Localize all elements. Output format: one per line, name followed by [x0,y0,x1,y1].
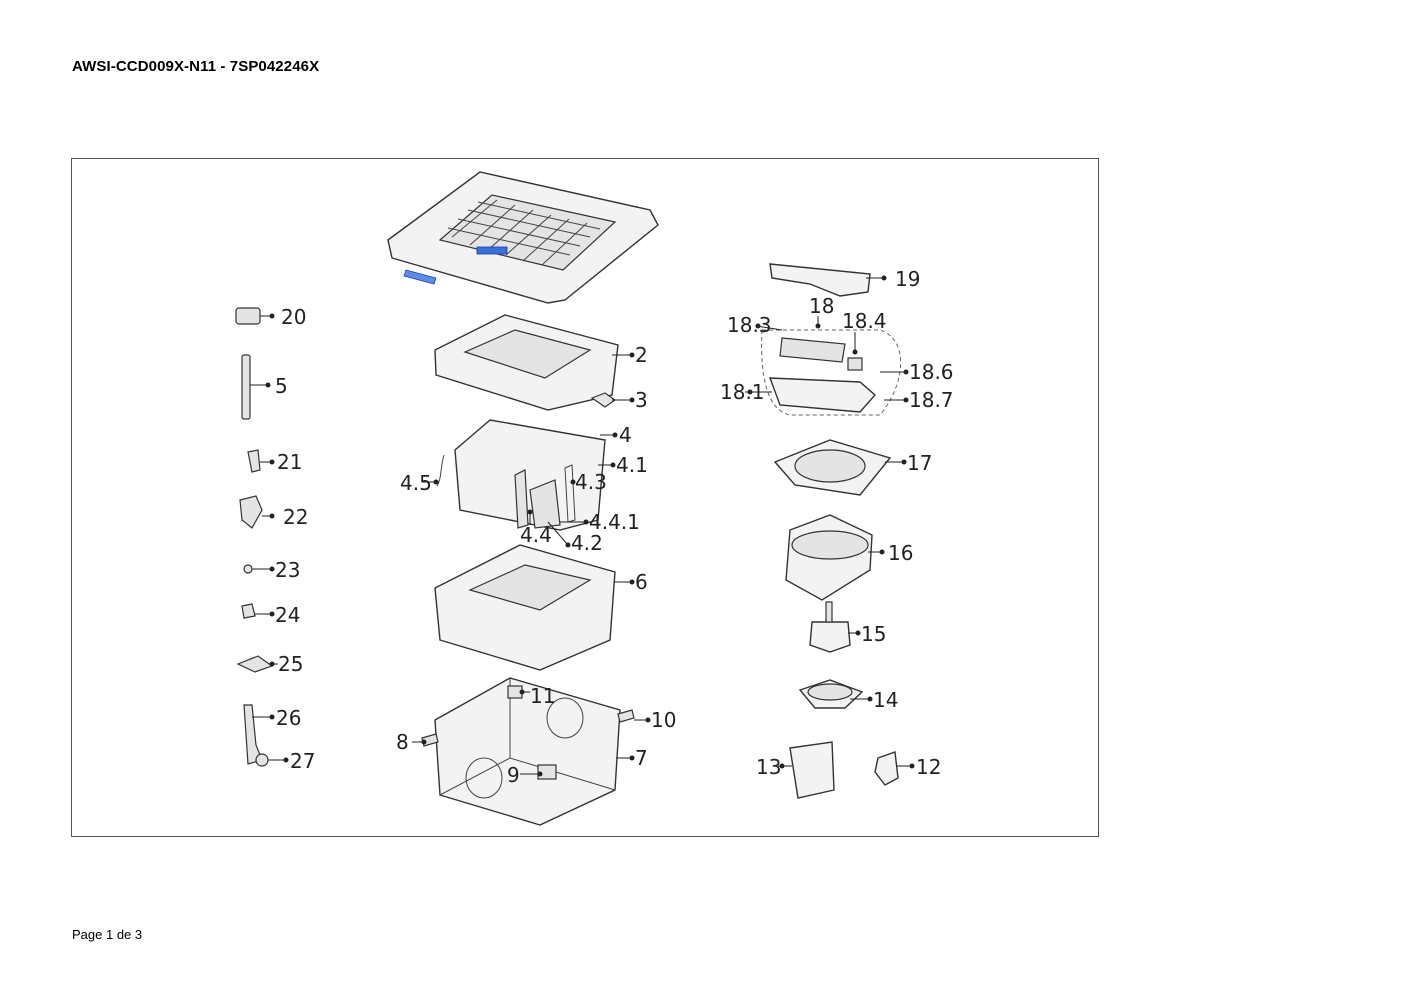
callout-18-4: 18.4 [842,309,887,333]
right-parts [761,263,902,799]
callout-13: 13 [756,755,781,779]
left-small-parts [235,307,274,767]
part-10-bracket [617,709,635,723]
callout-25: 25 [278,652,303,676]
louver-highlight [403,269,437,285]
callout-10: 10 [651,708,676,732]
callout-4-1: 4.1 [616,453,648,477]
callout-12: 12 [916,755,941,779]
callout-4-4: 4.4 [520,523,552,547]
leader-lines [250,275,915,777]
callout-3: 3 [635,388,648,412]
callout-15: 15 [861,622,886,646]
callout-20: 20 [281,305,306,329]
callout-7: 7 [635,746,648,770]
callout-2: 2 [635,343,648,367]
callout-14: 14 [873,688,898,712]
callout-27: 27 [290,749,315,773]
callout-16: 16 [888,541,913,565]
callout-21: 21 [277,450,302,474]
callout-5: 5 [275,374,288,398]
drain-pan [434,544,616,671]
callout-18-3: 18.3 [727,313,772,337]
callout-26: 26 [276,706,301,730]
document-title: AWSI-CCD009X-N11 - 7SP042246X [72,58,320,75]
callout-18-6: 18.6 [909,360,954,384]
callout-18-7: 18.7 [909,388,954,412]
callout-labels: 2 3 4 4.1 4.3 4.4.1 4.4 4.2 4.5 6 11 10 … [275,267,954,787]
callout-8: 8 [396,730,409,754]
callout-11: 11 [530,684,555,708]
callout-4-2: 4.2 [571,531,603,555]
callout-17: 17 [907,451,932,475]
callout-4: 4 [619,423,632,447]
callout-24: 24 [275,603,300,627]
page-number-footer: Page 1 de 3 [72,927,143,942]
callout-6: 6 [635,570,648,594]
cabinet-body [434,677,621,826]
callout-23: 23 [275,558,300,582]
filter-highlight [476,246,508,255]
callout-19: 19 [895,267,920,291]
callout-4-3: 4.3 [575,470,607,494]
callout-18-1: 18.1 [720,380,765,404]
callout-18: 18 [809,294,834,318]
callout-4-5: 4.5 [400,471,432,495]
front-panel-grille [387,171,659,304]
part-4-5-pipe [436,454,445,487]
callout-9: 9 [507,763,520,787]
callout-4-4-1: 4.4.1 [589,510,640,534]
exploded-view-frame [71,158,1099,837]
evaporator-coil [454,419,606,531]
panel-frame [434,314,619,411]
callout-22: 22 [283,505,308,529]
